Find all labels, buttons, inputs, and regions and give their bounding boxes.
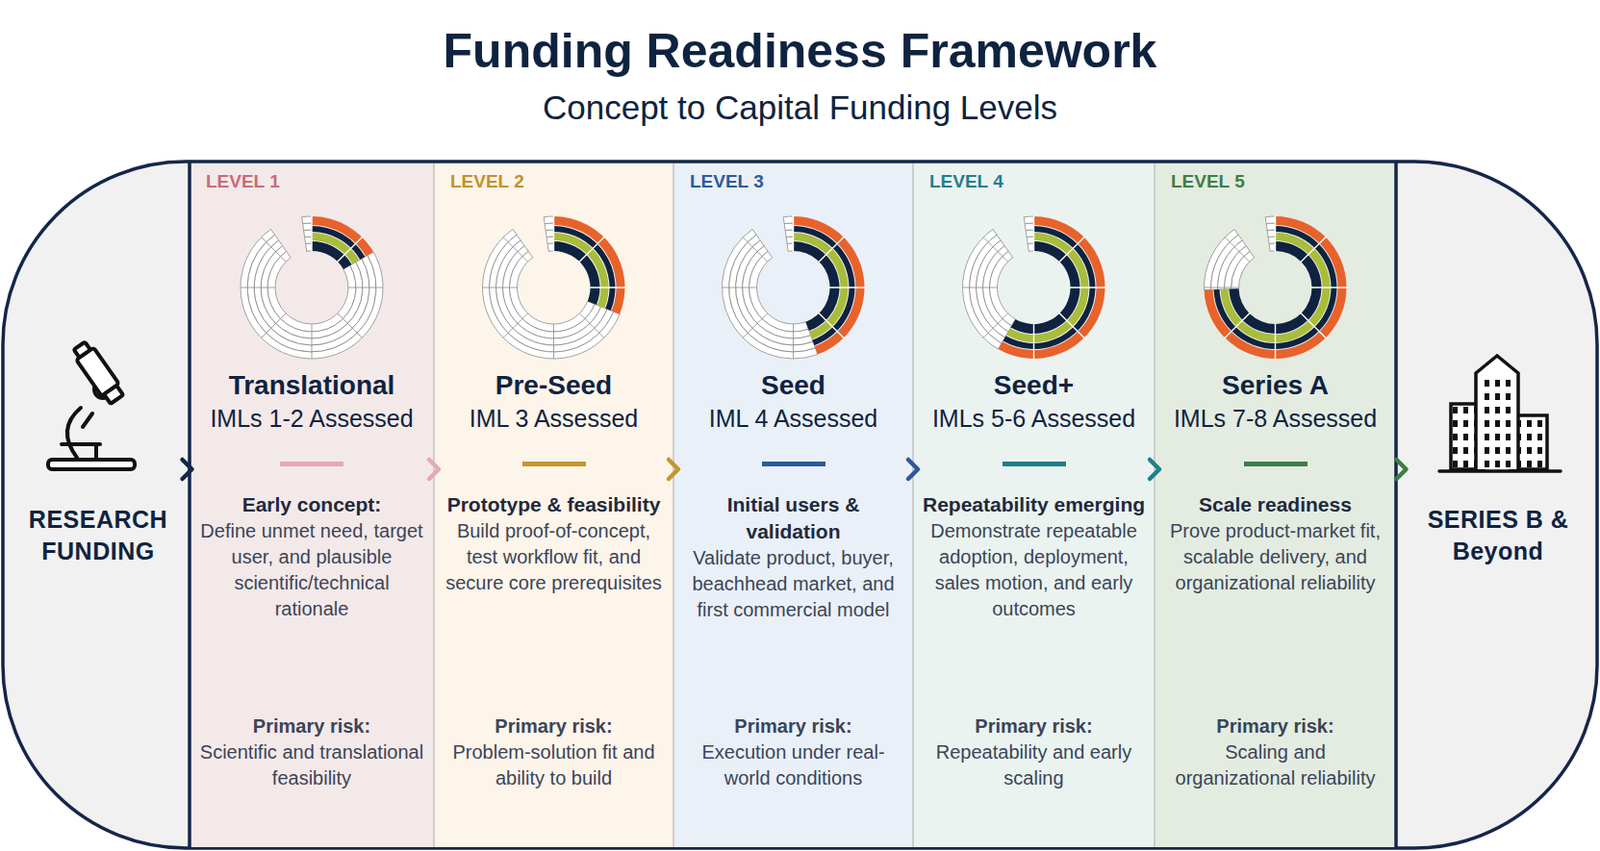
divider-bar	[761, 461, 826, 467]
focus-heading: Initial users & validation	[682, 491, 905, 546]
focus-heading: Scale readiness	[1163, 491, 1388, 519]
level-label: LEVEL 4	[929, 171, 1004, 193]
risk-label: Primary risk:	[682, 713, 905, 740]
track-divider	[187, 161, 192, 850]
level-panel: LEVEL 5 Series AIMLs 7-8 AssessedScale re…	[1154, 163, 1397, 848]
iml-note: IMLs 5-6 Assessed	[921, 402, 1146, 435]
risk-text: Scientific and translational feasibility	[198, 739, 426, 792]
readiness-donuts	[240, 215, 1348, 360]
risk-label: Primary risk:	[198, 713, 426, 740]
level-panel: LEVEL 2 Pre-SeedIML 3 AssessedPrototype &…	[433, 163, 674, 848]
focus-heading: Early concept:	[198, 491, 426, 519]
level-label: LEVEL 1	[205, 171, 280, 193]
readiness-donut	[1203, 215, 1347, 360]
subtitle: Concept to Capital Funding Levels	[0, 88, 1600, 127]
risk-text: Scaling and organizational reliability	[1163, 739, 1388, 792]
readiness-donut	[962, 215, 1106, 360]
risk-text: Repeatability and early scaling	[921, 739, 1146, 792]
risk-label: Primary risk:	[1163, 713, 1388, 740]
microscope-icon	[48, 339, 135, 470]
panel-divider	[1153, 163, 1155, 848]
focus-text: Demonstrate repeatable adoption, deploym…	[921, 518, 1146, 623]
focus-text: Validate product, buyer, beachhead marke…	[682, 545, 905, 624]
divider-bar	[522, 461, 586, 467]
readiness-donut	[722, 215, 866, 359]
focus-text: Prove product-market fit, scalable deliv…	[1163, 518, 1388, 597]
risk-label: Primary risk:	[442, 713, 665, 740]
level-label: LEVEL 5	[1170, 171, 1245, 193]
panel-divider	[432, 163, 434, 848]
iml-note: IMLs 1-2 Assessed	[198, 402, 426, 435]
readiness-donut	[482, 215, 627, 359]
readiness-donut	[240, 215, 383, 359]
stage-name: Translational	[198, 369, 426, 403]
stage-chevron	[182, 459, 193, 480]
focus-heading: Prototype & feasibility	[442, 491, 665, 519]
stage-chevron	[1396, 459, 1407, 480]
panel-ground	[189, 163, 434, 848]
divider-bar	[1244, 461, 1308, 467]
focus-text: Build proof-of-concept, test workflow fi…	[442, 518, 665, 597]
stage-name: RESEARCH FUNDING	[15, 504, 181, 568]
track-divider	[1394, 161, 1398, 850]
stage-chevron	[429, 459, 439, 480]
panel-divider	[912, 163, 914, 848]
panel-ground	[913, 163, 1155, 848]
panel-ground	[1154, 163, 1397, 848]
stage-chevron	[908, 459, 918, 480]
divider-bar	[279, 461, 344, 467]
outer-track	[2, 161, 1598, 849]
iml-note: IML 3 Assessed	[442, 402, 665, 435]
panel-ground	[673, 163, 914, 848]
funding-stage: SERIES B & Beyond	[1406, 502, 1590, 570]
panel-grounds	[189, 161, 1397, 850]
iml-note: IMLs 7-8 Assessed	[1163, 402, 1388, 435]
stage-chevron	[668, 459, 679, 480]
level-panel: LEVEL 3 SeedIML 4 AssessedInitial users &…	[673, 163, 914, 848]
level-label: LEVEL 2	[450, 171, 525, 193]
divider-bar	[1002, 461, 1067, 467]
stage-name: Seed+	[921, 369, 1146, 403]
funding-stage: RESEARCH FUNDING	[11, 502, 185, 570]
focus-text: Define unmet need, target user, and plau…	[198, 518, 426, 623]
risk-text: Problem-solution fit and ability to buil…	[442, 739, 665, 792]
diagram-title: Funding Readiness Framework	[0, 23, 1600, 79]
level-label: LEVEL 3	[689, 171, 764, 193]
stage-name: Series A	[1163, 369, 1388, 403]
stage-name: SERIES B & Beyond	[1410, 504, 1586, 568]
level-panel: LEVEL 1 TranslationalIMLs 1-2 AssessedEar…	[189, 163, 434, 848]
iml-note: IML 4 Assessed	[682, 402, 905, 435]
panel-ground	[433, 163, 674, 848]
stage-name: Seed	[682, 369, 905, 403]
level-panel: LEVEL 4 Seed+IMLs 5-6 AssessedRepeatabili…	[913, 163, 1155, 848]
focus-heading: Repeatability emerging	[921, 491, 1146, 519]
stage-chevron	[1149, 459, 1160, 480]
risk-label: Primary risk:	[921, 713, 1146, 740]
panel-divider	[672, 163, 674, 848]
building-icon	[1439, 355, 1561, 472]
risk-text: Execution under real-world conditions	[682, 739, 905, 792]
stage-name: Pre-Seed	[442, 369, 665, 403]
